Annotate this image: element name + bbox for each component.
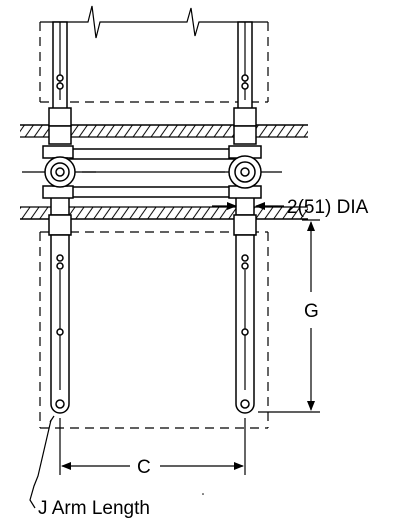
right-valve	[210, 145, 282, 199]
j-arm-leader: J Arm Length	[29, 415, 150, 519]
dia-label: 2(51) DIA	[287, 197, 369, 218]
horizontal-pipes	[69, 148, 235, 198]
j-arm-label: J Arm Length	[38, 498, 150, 519]
g-label: G	[304, 301, 319, 322]
left-valve	[22, 145, 96, 199]
right-arm	[233, 21, 257, 414]
stray-dot	[202, 493, 204, 495]
g-dimension: G	[258, 219, 320, 413]
frame-outline-dashed	[39, 22, 269, 429]
left-arm	[48, 21, 72, 414]
break-lines	[40, 5, 268, 39]
c-label: C	[137, 457, 151, 478]
c-dimension: C	[59, 418, 246, 478]
dia-dimension: 2(51) DIA	[212, 197, 369, 218]
